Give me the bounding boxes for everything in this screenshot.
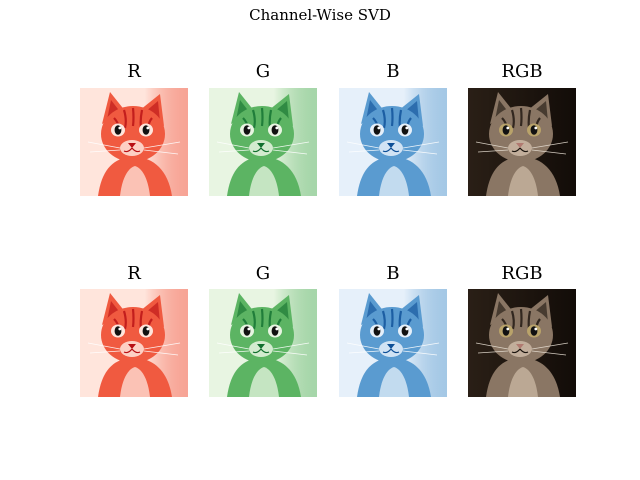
channel-image-blue-row1 xyxy=(339,88,447,196)
channel-image-rgb-row1 xyxy=(468,88,576,196)
panel-title-r-row1: R xyxy=(127,61,141,82)
channel-image-green-row2 xyxy=(209,289,317,397)
figure-title: Channel-Wise SVD xyxy=(249,6,391,24)
panel-title-rgb-row2: RGB xyxy=(501,263,543,284)
panel-title-g-row1: G xyxy=(255,61,271,82)
channel-image-blue-row2 xyxy=(339,289,447,397)
channel-image-red-row2 xyxy=(80,289,188,397)
channel-image-rgb-row2 xyxy=(468,289,576,397)
panel-title-rgb-row1: RGB xyxy=(501,61,543,82)
panel-title-b-row1: B xyxy=(386,61,400,82)
panel-title-g-row2: G xyxy=(255,263,271,284)
channel-image-red-row1 xyxy=(80,88,188,196)
panel-title-r-row2: R xyxy=(127,263,141,284)
panel-title-b-row2: B xyxy=(386,263,400,284)
channel-image-green-row1 xyxy=(209,88,317,196)
